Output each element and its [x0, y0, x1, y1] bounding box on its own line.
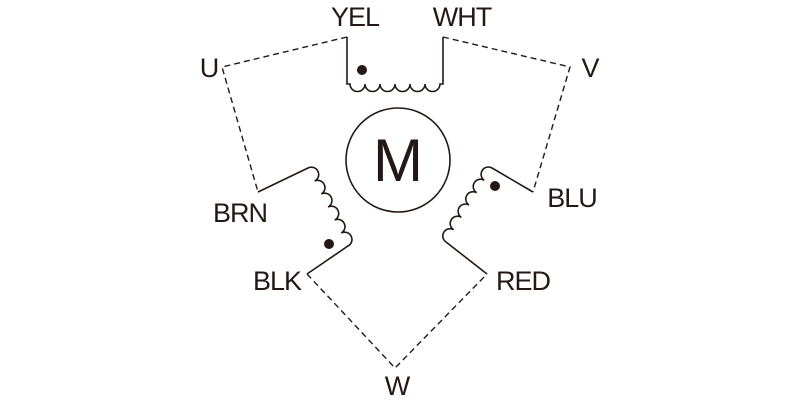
coil-yel-wht: [346, 37, 444, 93]
label-v: V: [581, 53, 599, 83]
label-yel: YEL: [331, 2, 380, 32]
w-connection: [306, 273, 488, 370]
polarity-dot-blk: [324, 239, 334, 249]
v-connection: [442, 36, 571, 193]
coil-brn-blk: [257, 166, 353, 275]
label-u: U: [200, 53, 219, 83]
label-brn: BRN: [213, 198, 267, 228]
u-connection: [221, 36, 348, 193]
label-red: RED: [496, 266, 551, 296]
motor-label: M: [373, 127, 423, 194]
label-wht: WHT: [433, 2, 492, 32]
label-w: W: [385, 371, 411, 400]
polarity-dot-blu: [490, 181, 500, 191]
label-blu: BLU: [547, 183, 597, 213]
polarity-dot-yel: [357, 65, 367, 75]
motor-circle: [345, 107, 451, 213]
coil-blu-red: [442, 166, 534, 275]
label-blk: BLK: [253, 266, 302, 296]
